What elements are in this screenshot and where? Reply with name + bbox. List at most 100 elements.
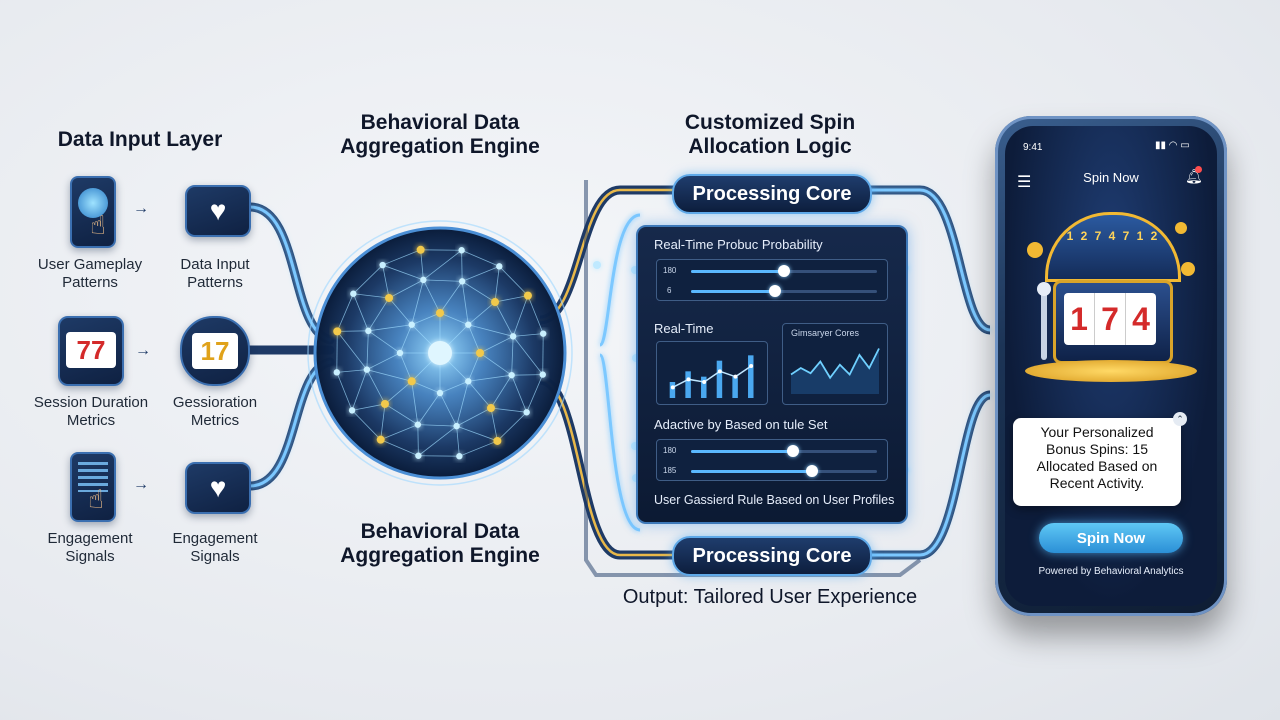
network-node <box>416 245 425 254</box>
network-edge <box>380 403 386 440</box>
slot-machine-icon: 77 <box>58 316 124 386</box>
bar-chart-svg <box>669 355 754 398</box>
wheel-numbers: 1 2 7 4 7 1 2 <box>1066 229 1160 243</box>
input-label-left-2: Session Duration Metrics <box>22 394 160 430</box>
slot-reel-icon: 17 <box>180 316 250 386</box>
reel-2: 7 <box>1094 293 1126 345</box>
slider1-knob-b[interactable] <box>768 285 781 297</box>
network-edge <box>366 330 369 370</box>
network-node <box>414 421 422 428</box>
aggregation-heading-top-line1: Behavioral Data <box>360 111 520 134</box>
network-edge <box>366 369 386 405</box>
heart-chat-icon: ♥ <box>185 185 251 237</box>
network-edge <box>336 372 353 411</box>
bar-mark <box>732 376 738 398</box>
arrow-right-icon: → <box>133 200 149 217</box>
cores-chart: Gimsaryer Cores <box>782 323 888 405</box>
network-node <box>465 378 472 385</box>
input-label-right-1-line1: Data Input <box>180 256 250 273</box>
aggregation-heading-top-line2: Aggregation Engine <box>340 135 540 158</box>
network-edge <box>456 426 460 457</box>
network-node <box>508 371 515 379</box>
bar-mark <box>669 382 676 398</box>
network-edge <box>479 352 512 376</box>
slider1-value-b: 6 <box>667 286 672 295</box>
network-edge <box>439 392 457 427</box>
arrow-right-icon: → <box>135 342 151 359</box>
network-edge <box>490 374 512 409</box>
bar-mark <box>748 355 754 398</box>
menu-icon[interactable]: ☰ <box>1017 174 1032 191</box>
fortune-wheel: 1 2 7 4 7 1 2 <box>1045 212 1181 282</box>
network-node <box>348 407 356 414</box>
slider1-value-a: 180 <box>663 266 677 275</box>
input-label-left-2-line2: Metrics <box>66 412 116 429</box>
network-node <box>509 333 517 340</box>
network-node <box>363 366 371 373</box>
bonus-notification: Your Personalized Bonus Spins: 15 Alloca… <box>1013 418 1181 506</box>
slot-digits-alt: 17 <box>192 333 238 369</box>
coin-icon <box>1027 242 1043 258</box>
probability-slider-group: 180 6 <box>656 259 888 301</box>
close-icon[interactable]: ⌃ <box>1173 412 1187 426</box>
network-edge <box>513 333 544 337</box>
aggregation-heading-top: Behavioral Data Aggregation Engine <box>320 111 560 159</box>
network-node <box>385 293 394 302</box>
network-edge <box>351 369 368 411</box>
network-edge <box>382 264 424 281</box>
network-edge <box>511 374 543 376</box>
coin-icon <box>1181 262 1195 276</box>
slider1-knob-a[interactable] <box>778 265 790 277</box>
network-edge <box>494 295 529 303</box>
network-node <box>476 349 484 357</box>
network-node <box>408 321 415 328</box>
network-node <box>436 389 444 397</box>
slider2-knob-b[interactable] <box>805 465 818 477</box>
line-point <box>717 369 722 374</box>
network-node <box>333 327 342 336</box>
network-edge <box>512 295 529 337</box>
spin-now-button[interactable]: Spin Now <box>1039 523 1183 553</box>
network-edge <box>351 403 386 411</box>
network-edge <box>461 281 469 325</box>
network-node <box>539 371 546 378</box>
processing-core-bottom: Processing Core <box>672 536 872 576</box>
input-layer-heading: Data Input Layer <box>57 128 223 151</box>
line-point <box>749 364 754 368</box>
network-node <box>486 404 495 413</box>
panel-title-realtime: Real-Time <box>654 321 714 336</box>
network-edge <box>388 297 413 325</box>
network-edge <box>368 330 401 354</box>
notification-dot <box>1195 166 1202 173</box>
slider1-track-b[interactable] <box>691 290 877 293</box>
network-edge <box>366 369 412 382</box>
network-edge <box>411 312 441 326</box>
input-label-right-3: Engagement Signals <box>160 530 270 566</box>
network-node <box>379 261 386 269</box>
processing-core-top: Processing Core <box>672 174 872 214</box>
status-icons: ▮▮ ◠ ▭ <box>1155 140 1190 151</box>
coin-icon <box>1175 222 1187 234</box>
network-node <box>456 453 463 460</box>
line-point <box>733 374 738 379</box>
powered-by-text: Powered by Behavioral Analytics <box>1038 566 1184 577</box>
network-edge <box>511 336 514 376</box>
network-node <box>465 321 472 328</box>
network-edge <box>479 336 514 354</box>
input-label-right-2: Gessioration Metrics <box>160 394 270 430</box>
network-edge <box>418 425 457 457</box>
network-edge <box>468 324 514 337</box>
network-edge <box>352 293 369 331</box>
network-node <box>350 290 357 297</box>
network-edge <box>499 266 529 296</box>
slider2-knob-a[interactable] <box>787 445 800 457</box>
network-node <box>376 435 385 444</box>
input-label-left-3: Engagement Signals <box>25 530 155 566</box>
network-edge <box>527 295 544 334</box>
network-edge <box>456 407 492 427</box>
arrow-right-icon: → <box>133 476 149 493</box>
network-edge <box>490 407 527 413</box>
realtime-bar-chart <box>656 341 768 405</box>
slot-reels: 1 7 4 <box>1064 293 1156 345</box>
